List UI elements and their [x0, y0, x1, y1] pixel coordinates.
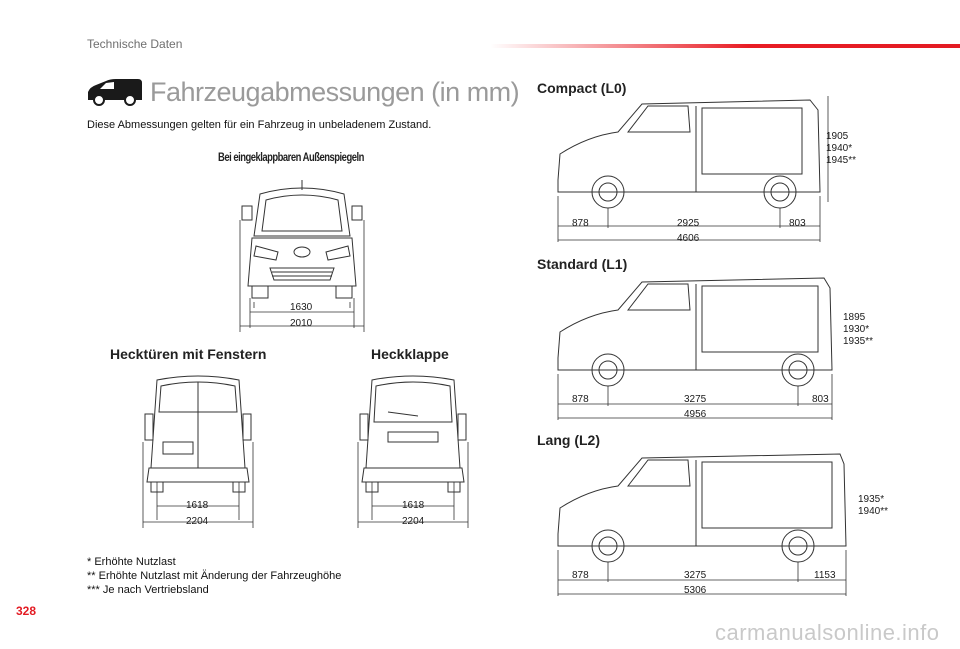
standard-dim-wheelbase: 3275 [684, 394, 707, 405]
compact-height-2: 1940* [826, 143, 853, 154]
section-header: Technische Daten [87, 37, 183, 51]
compact-label: Compact (L0) [537, 80, 627, 96]
compact-side-drawing [557, 96, 829, 242]
compact-dim-total: 4606 [677, 233, 700, 244]
rear-doors-drawing [142, 375, 254, 528]
standard-height-3: 1935** [843, 336, 874, 347]
tailgate-dim-outer: 2204 [402, 516, 425, 527]
footnote-2: ** Erhöhte Nutzlast mit Änderung der Fah… [87, 570, 342, 582]
compact-height-1: 1905 [826, 131, 849, 142]
compact-height: 1905 1940* 1945** [826, 131, 856, 167]
compact-dim-rear: 803 [789, 218, 806, 229]
lang-dim-rear: 1153 [814, 570, 836, 581]
compact-dim-front: 878 [572, 218, 589, 229]
lang-height: 1935* 1940** [858, 494, 888, 518]
lang-height-2: 1940** [858, 506, 889, 517]
front-dim-outer: 2010 [290, 318, 313, 329]
footnote-1: * Erhöhte Nutzlast [87, 556, 176, 568]
rear-doors-dim-inner: 1618 [186, 500, 209, 511]
page-number: 328 [16, 604, 37, 618]
standard-side-drawing [557, 277, 833, 420]
footnote-3: *** Je nach Vertriebsland [87, 584, 209, 596]
lang-dim-total: 5306 [684, 585, 707, 596]
footnotes: * Erhöhte Nutzlast ** Erhöhte Nutzlast m… [87, 555, 341, 597]
standard-dim-front: 878 [572, 394, 589, 405]
header-accent-bar [490, 44, 960, 48]
lang-label: Lang (L2) [537, 432, 600, 448]
tailgate-dim-inner: 1618 [402, 500, 425, 511]
front-dim-inner: 1630 [290, 302, 313, 313]
standard-height-2: 1930* [843, 324, 870, 335]
compact-height-3: 1945** [826, 155, 857, 166]
tailgate-drawing [357, 375, 469, 528]
intro-text: Diese Abmessungen gelten für ein Fahrzeu… [87, 119, 432, 131]
tailgate-label: Heckklappe [371, 346, 449, 362]
lang-dim-wheelbase: 3275 [684, 570, 707, 581]
standard-label: Standard (L1) [537, 256, 628, 272]
compact-dim-wheelbase: 2925 [677, 218, 700, 229]
page-title: Fahrzeugabmessungen (in mm) [150, 77, 520, 107]
standard-dim-total: 4956 [684, 409, 707, 420]
van-icon [88, 79, 142, 106]
lang-side-drawing [557, 453, 847, 596]
rear-doors-dim-outer: 2204 [186, 516, 209, 527]
standard-height-1: 1895 [843, 312, 866, 323]
lang-height-1: 1935* [858, 494, 885, 505]
watermark: carmanualsonline.info [715, 620, 940, 645]
front-view-drawing [239, 180, 365, 332]
standard-height: 1895 1930* 1935** [843, 312, 873, 348]
lang-dim-front: 878 [572, 570, 589, 581]
rear-doors-label: Hecktüren mit Fenstern [110, 346, 267, 362]
standard-dim-rear: 803 [812, 394, 829, 405]
front-view-label: Bei eingeklappbaren Außenspiegeln [218, 152, 364, 164]
